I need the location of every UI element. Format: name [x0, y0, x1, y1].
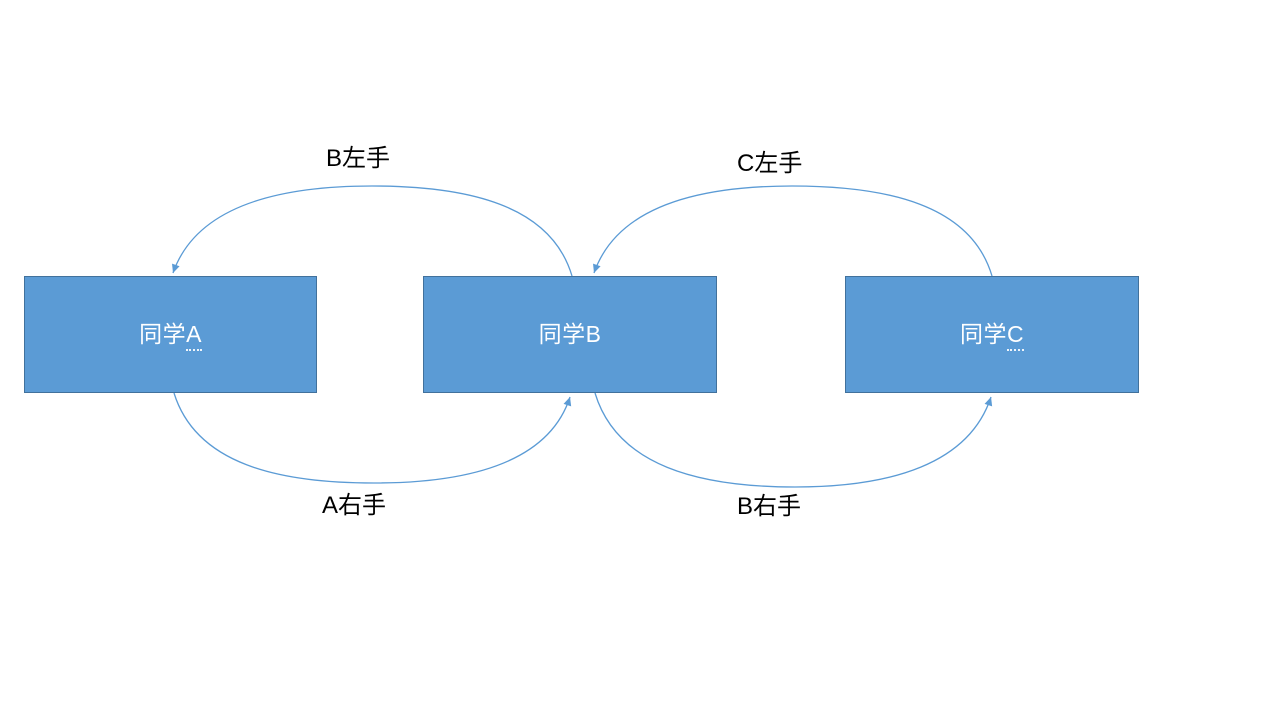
node-label-prefix: 同学: [139, 320, 187, 347]
node-label-prefix: 同学: [959, 320, 1007, 347]
node-student-c[interactable]: 同学C: [845, 276, 1139, 393]
connector-a-right-hand[interactable]: [173, 392, 572, 484]
edge-label-b-left-hand[interactable]: B左手: [326, 145, 391, 172]
node-student-c-label: 同学C: [959, 320, 1025, 352]
connector-b-left-hand[interactable]: [172, 185, 573, 277]
connector-c-left-hand[interactable]: [593, 185, 993, 277]
node-label-letter: B: [585, 320, 602, 347]
node-student-a-label: 同学A: [139, 320, 202, 352]
node-student-b-label: 同学B: [539, 321, 602, 349]
node-student-a[interactable]: 同学A: [24, 276, 317, 393]
node-label-letter: A: [186, 321, 202, 352]
edge-label-b-right-hand[interactable]: B右手: [737, 493, 802, 520]
node-label-letter: C: [1006, 321, 1025, 352]
node-student-b[interactable]: 同学B: [423, 276, 717, 393]
connector-b-right-hand[interactable]: [594, 392, 993, 488]
edge-label-a-right-hand[interactable]: A右手: [322, 492, 387, 519]
edge-label-c-left-hand[interactable]: C左手: [737, 150, 803, 177]
node-label-prefix: 同学: [538, 320, 586, 347]
